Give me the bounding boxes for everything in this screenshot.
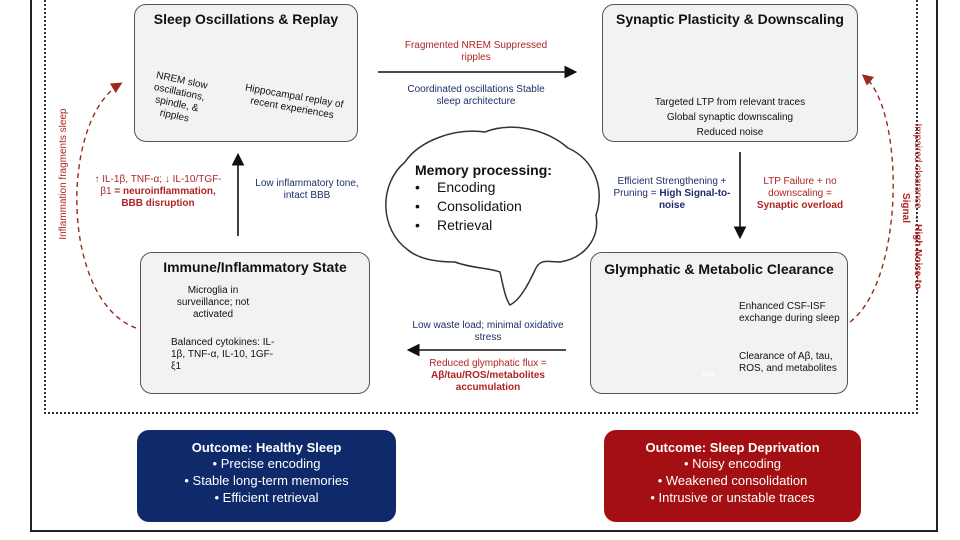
left-arrow-left-label: ↑ IL-1β, TNF-α; ↓ IL-10/TGF-β1 = neuroin… <box>94 174 222 209</box>
right-arrow-left-label: Efficient Strengthening + Pruning = High… <box>613 176 731 211</box>
immune-microglia-text: Microglia in surveillance; not activated <box>176 285 250 320</box>
synaptic-plasticity-box: Synaptic Plasticity & Downscaling Target… <box>602 4 858 142</box>
brain-outline <box>385 126 600 306</box>
outcome-healthy-item: • Precise encoding <box>212 456 321 471</box>
glymph-box-title: Glymphatic & Metabolic Clearance <box>604 261 834 277</box>
dashed-arc-left <box>76 82 137 329</box>
outcome-healthy-item: • Efficient retrieval <box>214 490 319 505</box>
bottom-arrow-above-label: Low waste load; minimal oxidative stress <box>412 320 564 343</box>
glymph-exchange-text: Enhanced CSF-ISF exchange during sleep <box>739 301 840 324</box>
outcome-healthy-sleep: Outcome: Healthy Sleep • Precise encodin… <box>137 430 396 522</box>
sleep-oscillations-box: Sleep Oscillations & Replay NREM slow os… <box>134 4 358 142</box>
sleep-box-right-label: Hippocampal replay of recent experiences <box>244 82 345 122</box>
ros-label: ROS <box>702 372 716 378</box>
synaptic-line-3: Reduced noise <box>696 127 764 138</box>
outcome-sleep-deprivation: Outcome: Sleep Deprivation • Noisy encod… <box>604 430 861 522</box>
dotted-frame <box>44 0 918 414</box>
sleep-box-title: Sleep Oscillations & Replay <box>153 11 339 27</box>
memory-item: •Consolidation <box>415 198 522 214</box>
side-label-left: Inflammation fragments sleep <box>58 108 69 240</box>
top-arrow-above-label: Fragmented NREM Suppressed ripples <box>404 40 548 63</box>
outer-frame <box>30 0 938 532</box>
synaptic-line-2: Global synaptic downscaling <box>666 112 794 123</box>
immune-box-title: Immune/Inflammatory State <box>163 259 347 275</box>
dashed-arc-right <box>849 74 894 323</box>
side-label-right: Impaired clearance → High Noise-to-Signa… <box>900 123 923 293</box>
bottom-arrow-below-label: Reduced glymphatic flux = Aβ/tau/ROS/met… <box>429 358 547 393</box>
memory-processing-block: Memory processing: •Encoding •Consolidat… <box>415 162 552 235</box>
outcome-deprivation-item: • Weakened consolidation <box>657 473 808 488</box>
immune-inflammatory-box: Immune/Inflammatory State Microglia in s… <box>140 252 370 394</box>
outcome-healthy-item: • Stable long-term memories <box>184 473 349 488</box>
outcome-deprivation-item: • Noisy encoding <box>683 456 782 471</box>
synaptic-line-1: Targeted LTP from relevant traces <box>654 97 806 108</box>
glymph-clearance-text: Clearance of Aβ, tau, ROS, and metabolit… <box>739 351 837 374</box>
memory-item: •Encoding <box>415 179 496 195</box>
outcome-deprivation-item: • Intrusive or unstable traces <box>650 490 815 505</box>
glymphatic-clearance-box: Glymphatic & Metabolic Clearance Enhance… <box>590 252 848 394</box>
left-arrow-right-label: Low inflammatory tone, intact BBB <box>255 178 359 201</box>
memory-item: •Retrieval <box>415 217 493 233</box>
outcome-deprivation-title: Outcome: Sleep Deprivation <box>645 440 820 455</box>
memory-title: Memory processing: <box>415 162 552 178</box>
sleep-box-left-label: NREM slow oscillations, spindle, & rippl… <box>152 70 209 125</box>
immune-cytokines-text: Balanced cytokines: IL-1β, TNF-α, IL-10,… <box>171 337 275 372</box>
top-arrow-below-label: Coordinated oscillations Stable sleep ar… <box>407 84 545 107</box>
right-arrow-right-label: LTP Failure + no downscaling = Synaptic … <box>756 176 844 211</box>
synaptic-box-title: Synaptic Plasticity & Downscaling <box>616 11 844 27</box>
outcome-healthy-title: Outcome: Healthy Sleep <box>191 440 342 455</box>
